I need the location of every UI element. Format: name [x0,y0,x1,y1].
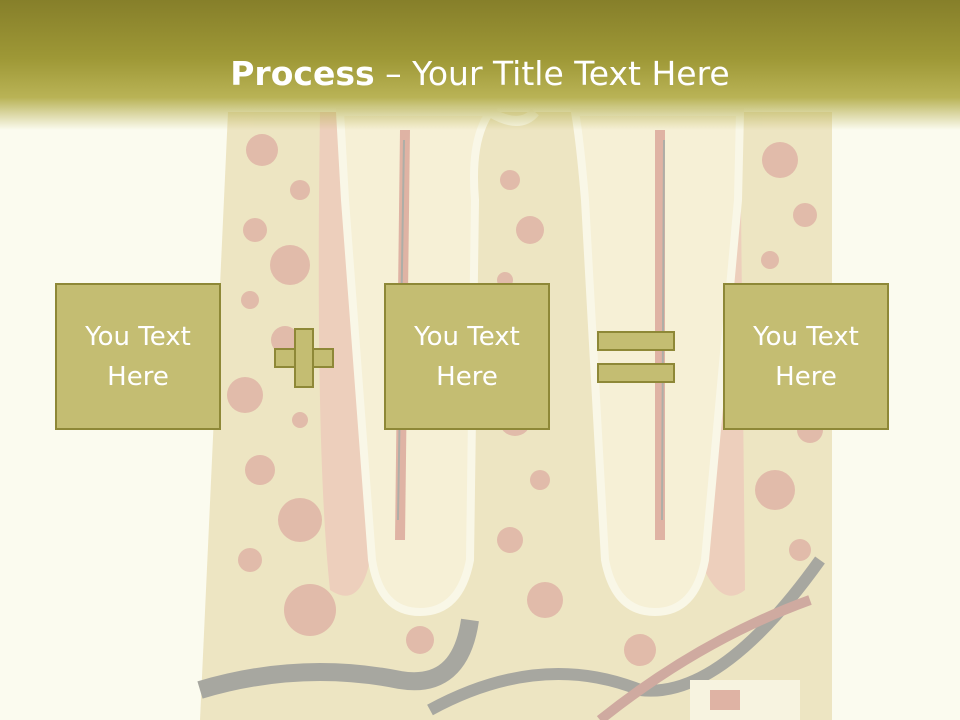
process-box-2-line1: You Text [414,321,520,352]
title-rest-part: – Your Title Text Here [374,54,730,93]
header-band [0,0,960,130]
equals-bottom-bar [597,363,675,383]
title-bold-part: Process [230,54,375,93]
process-box-3[interactable]: You Text Here [723,283,889,430]
process-box-3-line1: You Text [753,321,859,352]
plus-vertical-bar [294,328,314,388]
process-box-2[interactable]: You Text Here [384,283,550,430]
process-box-3-text: You Text Here [736,317,876,397]
process-box-1[interactable]: You Text Here [55,283,221,430]
plus-icon[interactable] [274,328,334,388]
process-box-1-line1: You Text [85,321,191,352]
process-box-3-line2: Here [775,361,837,392]
process-box-2-text: You Text Here [397,317,537,397]
process-box-1-text: You Text Here [68,317,208,397]
equals-top-bar [597,331,675,351]
process-box-1-line2: Here [107,361,169,392]
equals-icon[interactable] [597,331,675,383]
process-box-2-line2: Here [436,361,498,392]
slide-title[interactable]: Process – Your Title Text Here [0,52,960,96]
